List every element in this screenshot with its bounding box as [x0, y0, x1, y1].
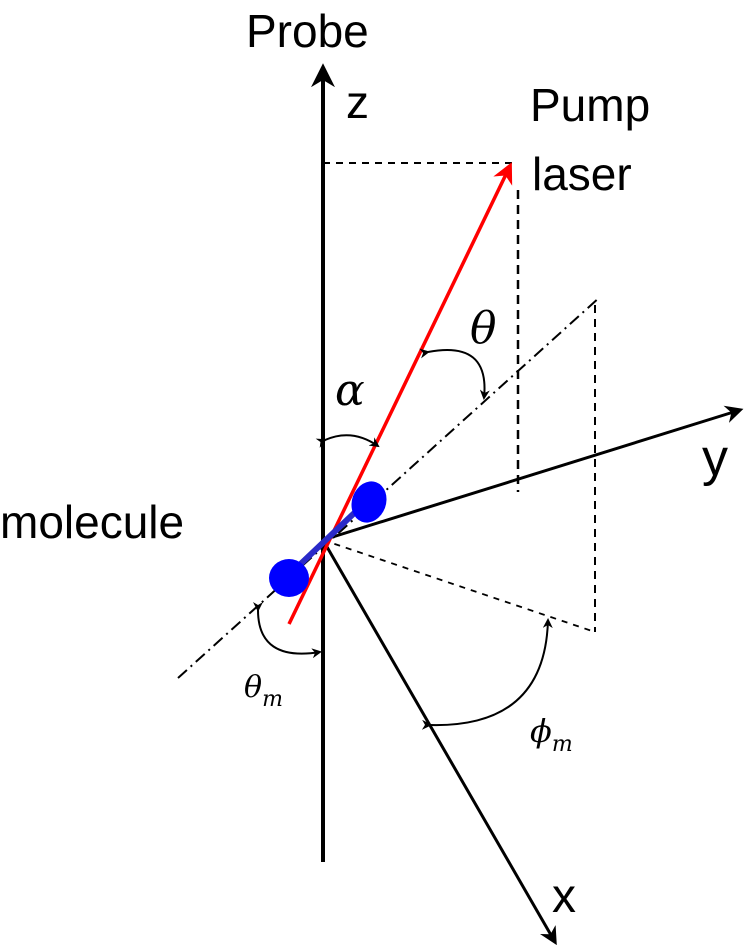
y-axis-label: y: [702, 429, 728, 487]
pump-laser-label-line1: Pump: [530, 79, 650, 131]
x-axis-label: x: [552, 870, 576, 923]
phi-m-angle-arc: [421, 618, 553, 730]
molecule-label: molecule: [0, 496, 184, 548]
pump-laser-label-line2: laser: [532, 148, 632, 200]
theta-label: θ: [470, 303, 497, 354]
alpha-label: α: [335, 365, 365, 416]
theta-m-label: θm: [244, 670, 283, 712]
theta-m-angle-arc: [252, 601, 322, 659]
phi-m-label: ϕm: [530, 712, 573, 757]
molecule-atom-lower: [269, 559, 309, 597]
molecule-projection-xy-plane: [322, 539, 596, 633]
probe-label: Probe: [246, 5, 369, 57]
molecule-atom-upper: [351, 481, 387, 523]
y-axis: [322, 405, 744, 542]
theta-angle-arc: [419, 348, 490, 400]
pump-laser-arrow: [287, 162, 513, 625]
z-axis-label: z: [346, 76, 369, 128]
alpha-angle-arc: [315, 434, 380, 448]
x-axis: [321, 539, 557, 946]
molecule-axis-line: [177, 296, 601, 679]
